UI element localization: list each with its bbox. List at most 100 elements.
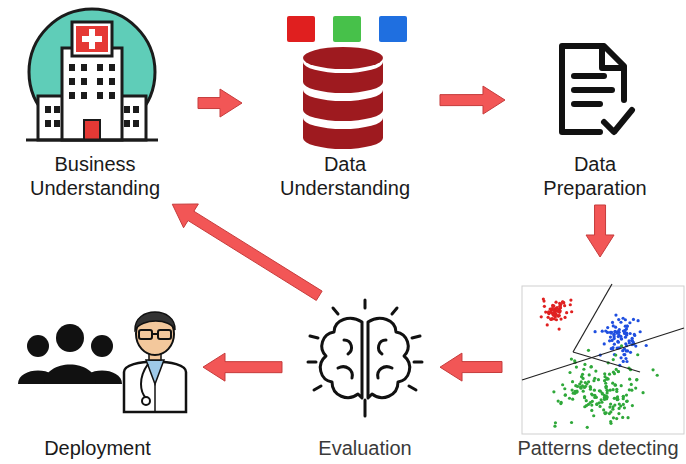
scatter-dot xyxy=(583,363,586,366)
scatter-dot xyxy=(620,337,623,340)
scatter-dot xyxy=(584,385,587,388)
scatter-dot xyxy=(585,399,588,402)
scatter-dot xyxy=(542,297,545,300)
scatter-dot xyxy=(563,304,566,307)
flow-arrow xyxy=(586,205,614,257)
scatter-dot xyxy=(558,328,561,331)
scatter-dot xyxy=(612,324,615,327)
scatter-dot xyxy=(608,373,611,376)
step-label: Data Understanding xyxy=(275,152,415,200)
scatter-dot xyxy=(605,411,608,414)
scatter-dot xyxy=(544,310,547,313)
scatter-dot xyxy=(633,334,636,337)
scatter-dot xyxy=(601,330,604,333)
scatter-dot xyxy=(611,321,614,324)
scatter-dot xyxy=(553,425,556,428)
scatter-dot xyxy=(554,421,557,424)
flow-arrow xyxy=(440,86,505,114)
scatter-dot xyxy=(586,426,589,429)
scatter-dot xyxy=(612,416,615,419)
scatter-dot xyxy=(639,330,642,333)
scatter-dot xyxy=(592,379,595,382)
scatter-dot xyxy=(568,371,571,374)
scatter-dot xyxy=(550,318,553,321)
scatter-dot xyxy=(615,390,618,393)
scatter-dot xyxy=(587,380,590,383)
scatter-dot xyxy=(616,340,619,343)
scatter-dot xyxy=(543,305,546,308)
scatter-dot xyxy=(561,383,564,386)
scatter-dot xyxy=(559,303,562,306)
scatter-dot xyxy=(559,402,562,405)
scatter-dot xyxy=(604,412,607,415)
scatter-dot xyxy=(603,372,606,375)
scatter-dot xyxy=(571,380,574,383)
scatter-dot xyxy=(617,370,620,373)
scatter-dot xyxy=(624,357,627,360)
scatter-dot xyxy=(628,321,631,324)
scatter-dot xyxy=(559,317,562,320)
scatter-dot xyxy=(589,365,592,368)
doctor-icon xyxy=(124,312,186,412)
brain-icon xyxy=(308,300,422,416)
scatter-dot xyxy=(610,347,613,350)
scatter-dot xyxy=(651,368,654,371)
scatter-dot xyxy=(610,331,613,334)
scatter-dot xyxy=(619,321,622,324)
scatter-dot xyxy=(562,301,565,304)
step-label: Business Understanding xyxy=(25,152,165,200)
scatter-dot xyxy=(617,318,620,321)
scatter-dot xyxy=(555,306,558,309)
scatter-dot xyxy=(606,377,609,380)
scatter-dot xyxy=(612,333,615,336)
scatter-dot xyxy=(587,349,590,352)
scatter-dot xyxy=(623,406,626,409)
scatter-dot xyxy=(622,360,625,363)
scatter-dot xyxy=(630,389,633,392)
scatter-dot xyxy=(590,403,593,406)
scatter-dot xyxy=(627,339,630,342)
scatter-dot xyxy=(620,384,623,387)
scatter-dot xyxy=(571,398,574,401)
scatter-dot xyxy=(547,310,550,313)
scatter-dot xyxy=(605,385,608,388)
scatter-dot xyxy=(590,409,593,412)
scatter-dot xyxy=(600,398,603,401)
scatter-dot xyxy=(625,400,628,403)
scatter-dot xyxy=(612,388,615,391)
scatter-dot xyxy=(622,329,625,332)
scatter-dot xyxy=(599,390,602,393)
scatter-dot xyxy=(630,383,633,386)
scatter-dot xyxy=(617,412,620,415)
scatter-dot xyxy=(569,299,572,302)
scatter-dot xyxy=(585,404,588,407)
database-icon xyxy=(287,16,407,149)
scatter-dot xyxy=(606,391,609,394)
scatter-dot xyxy=(547,311,550,314)
scatter-dot xyxy=(558,309,561,312)
scatter-dot xyxy=(546,323,549,326)
scatter-dot xyxy=(619,356,622,359)
scatter-dot xyxy=(626,416,629,419)
scatter-dot xyxy=(564,393,567,396)
process-step: Business Understanding xyxy=(20,8,170,200)
scatter-dot xyxy=(601,392,604,395)
scatter-dot xyxy=(610,331,613,334)
scatter-dot xyxy=(628,378,631,381)
process-step: Patterns detecting xyxy=(512,262,684,460)
scatter-dot xyxy=(581,377,584,380)
scatter-dot xyxy=(616,395,619,398)
scatter-dot xyxy=(558,314,561,317)
scatter-dot xyxy=(613,403,616,406)
scatter-dot xyxy=(588,373,591,376)
scatter-dot xyxy=(540,315,543,318)
scatter-dot xyxy=(547,316,550,319)
scatter-dot xyxy=(614,313,617,316)
process-step: Data Preparation xyxy=(525,40,665,200)
scatter-dot xyxy=(629,332,632,335)
scatter-dot xyxy=(609,420,612,423)
scatter-dot xyxy=(604,382,607,385)
scatter-dot xyxy=(605,395,608,398)
